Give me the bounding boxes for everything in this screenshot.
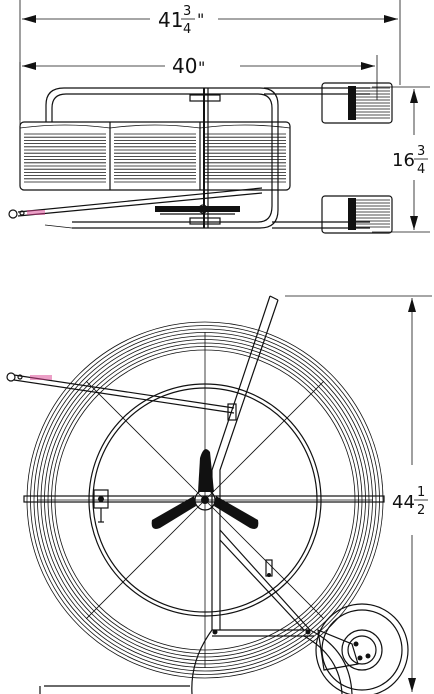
overall-length-numerator: 3 — [183, 4, 191, 19]
overall-length-whole: 41 — [158, 8, 183, 32]
coil-ring — [33, 328, 377, 672]
dimension-frame-length: 40 " — [19, 54, 378, 120]
rod-tip-side — [6, 372, 237, 421]
height-numerator: 1 — [417, 485, 425, 500]
overall-length-denominator: 4 — [183, 22, 191, 37]
rod-tip-top — [8, 187, 263, 229]
dimension-height: 44 1 2 — [285, 295, 432, 692]
hub-arms — [151, 449, 259, 529]
reel-body — [19, 121, 291, 191]
wheel-side — [315, 603, 409, 694]
width-numerator: 3 — [417, 144, 425, 159]
height-denominator: 2 — [417, 503, 425, 518]
overall-length-unit: " — [197, 10, 204, 29]
stand-frame — [191, 295, 353, 694]
dimension-width: 16 3 4 — [372, 86, 430, 233]
coil-ring — [30, 325, 380, 675]
base — [39, 685, 190, 694]
frame-length-unit: " — [198, 58, 205, 77]
spoke — [85, 499, 206, 620]
spoke — [204, 499, 325, 620]
width-denominator: 4 — [417, 162, 425, 177]
coil-ring — [26, 321, 384, 679]
height-whole: 44 — [392, 492, 415, 513]
side-view: 44 1 2 — [6, 295, 432, 694]
wheel-hub — [348, 198, 356, 230]
spoke — [85, 380, 206, 501]
frame-length-whole: 40 — [172, 54, 197, 78]
top-view: 41 3 4 " 40 " — [8, 0, 430, 234]
width-whole: 16 — [392, 150, 415, 171]
guide-block — [93, 489, 109, 523]
dimension-overall-length: 41 3 4 " — [19, 0, 401, 130]
wheel-hub — [348, 86, 356, 120]
spoke — [204, 380, 325, 501]
wheel-top-lower — [321, 195, 393, 234]
wheel-top-upper — [321, 82, 393, 124]
